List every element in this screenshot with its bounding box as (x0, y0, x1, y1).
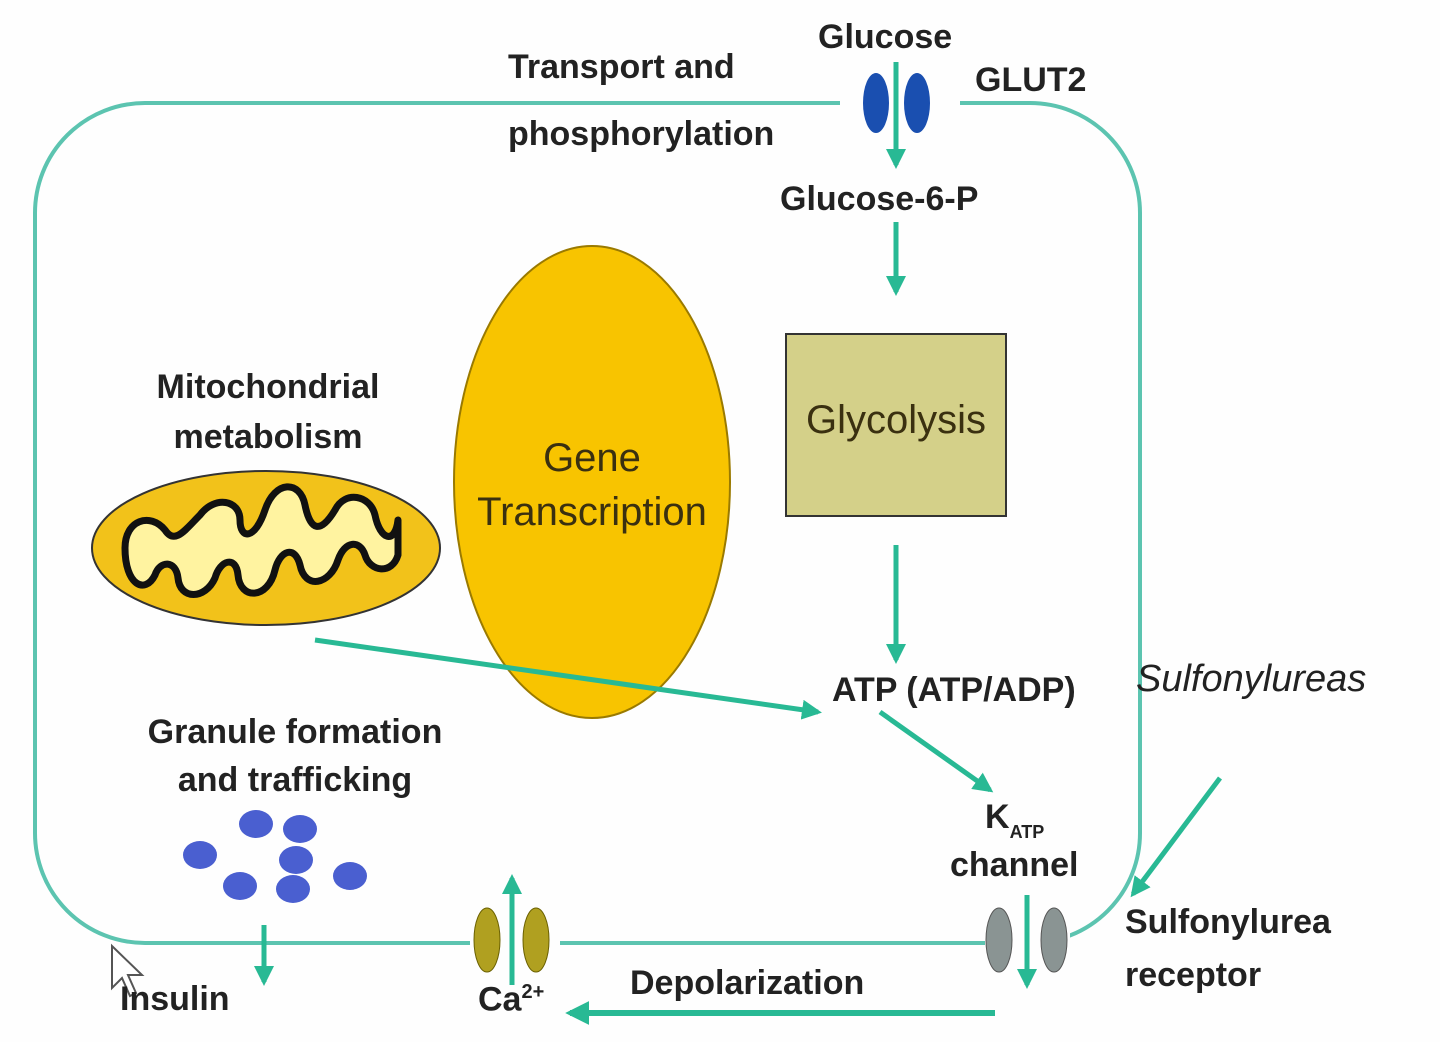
label-transport-line1: Transport and (508, 48, 735, 86)
label-granule-line2: and trafficking (177, 761, 413, 799)
label-sulfonylureas: Sulfonylureas (1136, 658, 1367, 700)
label-glucose: Glucose (818, 18, 953, 56)
label-katp-k: K (985, 798, 1010, 836)
label-insulin: Insulin (120, 980, 230, 1018)
label-glycolysis: Glycolysis (805, 398, 987, 442)
arrow-sulfonylureas-receptor (1130, 776, 1222, 898)
label-transport-line2: phosphorylation (508, 115, 775, 153)
nucleus (453, 245, 731, 719)
glut2-transporter (840, 62, 960, 169)
calcium-channel (470, 874, 560, 985)
label-ca-text: Ca (478, 980, 522, 1019)
cursor-icon (111, 943, 145, 998)
label-depolarization: Depolarization (630, 964, 865, 1002)
label-ca: Ca2+ (478, 982, 544, 1016)
label-katp-sub: ATP (1009, 822, 1045, 842)
label-katp-channel: channel (950, 846, 1079, 884)
label-mito-line1: Mitochondrial (156, 368, 380, 406)
arrow-atp-katp (878, 709, 994, 793)
insulin-granules (183, 810, 367, 903)
label-receptor-line1: Sulfonylurea (1125, 903, 1331, 941)
arrow-mito-atp (314, 637, 822, 720)
label-glut2: GLUT2 (975, 61, 1087, 99)
label-atp: ATP (ATP/ADP) (832, 671, 1076, 709)
label-granule-line1: Granule formation (147, 713, 443, 751)
mitochondrion (91, 470, 441, 626)
glycolysis-box (785, 333, 1007, 517)
label-gene-line1: Gene (543, 436, 641, 480)
label-gene-line2: Transcription (477, 490, 707, 534)
label-receptor-line2: receptor (1125, 956, 1262, 994)
label-ca-sup: 2+ (521, 981, 545, 1003)
label-mito-line2: metabolism (173, 418, 363, 456)
label-katp: KATP (985, 800, 1044, 841)
cell-membrane (33, 101, 1142, 945)
katp-channel (985, 895, 1070, 989)
label-glucose6p: Glucose-6-P (780, 180, 979, 218)
